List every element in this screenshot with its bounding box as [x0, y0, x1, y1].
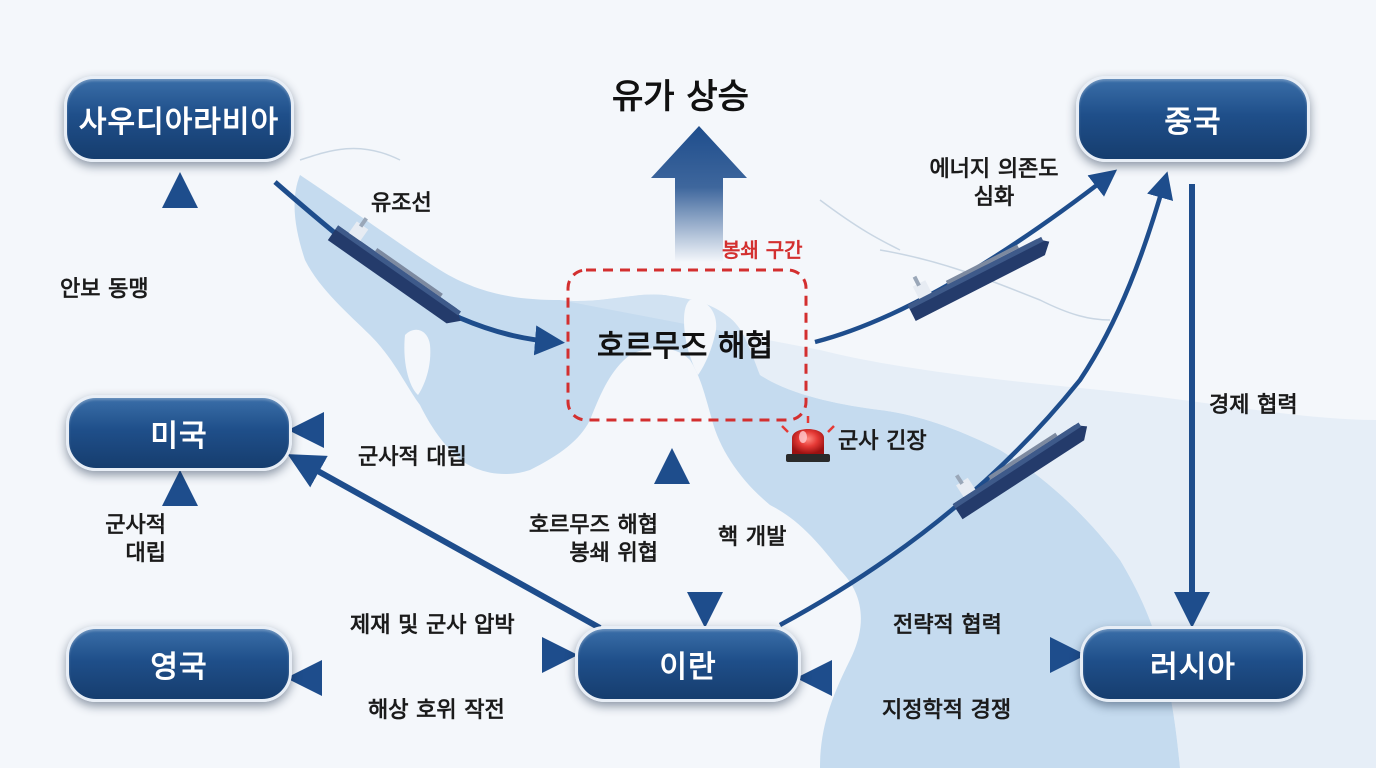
gulf-water: [294, 175, 1180, 768]
node-uk[interactable]: 영국: [66, 626, 292, 702]
iran-usa-arrow: [287, 454, 602, 631]
peninsula: [404, 329, 431, 395]
node-usa[interactable]: 미국: [66, 395, 292, 471]
node-usa-label: 미국: [150, 419, 208, 454]
economic-coop-label: 경제 협력: [1209, 393, 1298, 418]
blockade-zone-label: 봉쇄 구간: [722, 238, 803, 262]
strait-label: 호르무즈 해협: [597, 329, 774, 364]
node-russia[interactable]: 러시아: [1080, 626, 1306, 702]
energy-dependency-label: 에너지 의존도 심화: [916, 156, 1072, 211]
military-conflict-left-line1: 군사적: [105, 513, 166, 538]
oil-price-up-arrow: [651, 126, 747, 262]
hormuz-threat-line1: 호르무즈 해협: [528, 513, 658, 538]
oil-price-label: 유가 상승: [612, 77, 749, 117]
node-uk-label: 영국: [150, 650, 208, 685]
sanctions-label: 제재 및 군사 압박: [350, 613, 515, 638]
siren-icon: [781, 416, 835, 462]
musandam: [684, 299, 717, 375]
strategic-coop-label: 전략적 협력: [893, 613, 1002, 638]
energy-dependency-line1: 에너지 의존도: [929, 157, 1059, 182]
energy-dependency-line2: 심화: [973, 184, 1015, 210]
maritime-escort-label: 해상 호위 작전: [368, 698, 505, 723]
tanker-label: 유조선: [371, 191, 432, 216]
node-china-label: 중국: [1164, 105, 1222, 140]
geopolitical-comp-label: 지정학적 경쟁: [882, 698, 1012, 723]
tanker-ship-icon: [327, 217, 462, 324]
node-saudi-label: 사우디아라비아: [78, 105, 280, 140]
node-saudi-arabia[interactable]: 사우디아라비아: [64, 76, 294, 162]
iran-china-arrow: [778, 171, 1174, 627]
nuclear-dev-label: 핵 개발: [718, 525, 787, 550]
security-alliance-label: 안보 동맹: [60, 277, 149, 302]
node-iran-label: 이란: [659, 650, 717, 685]
military-tension-label: 군사 긴장: [838, 429, 927, 454]
node-russia-label: 러시아: [1150, 650, 1236, 685]
tanker-ship-icon-3: [952, 422, 1088, 520]
military-conflict-left-line2: 대립: [125, 540, 166, 566]
hormuz-threat-label: 호르무즈 해협 봉쇄 위협: [500, 512, 658, 567]
tanker-ship-icon-2: [907, 236, 1050, 321]
military-conflict-left-label: 군사적 대립: [86, 512, 166, 567]
hormuz-threat-line2: 봉쇄 위협: [569, 540, 658, 566]
node-china[interactable]: 중국: [1076, 76, 1310, 162]
military-conflict-top-label: 군사적 대립: [358, 445, 467, 470]
node-iran[interactable]: 이란: [575, 626, 801, 702]
